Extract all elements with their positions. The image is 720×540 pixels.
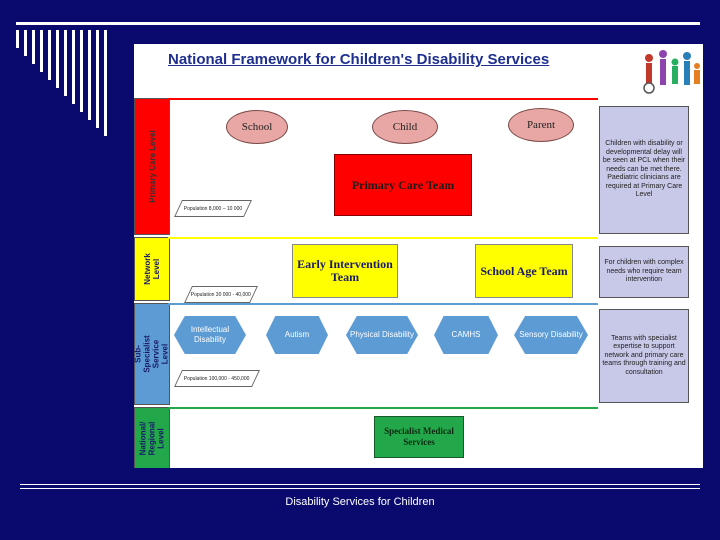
camhs-node: CAMHS [434,316,498,354]
subspecialist-population-tag: Population 100,000 - 450,000 [174,370,260,387]
footer-text: Disability Services for Children [0,496,720,508]
subspecialist-level-band: Sub-Specialist Service Level [134,303,170,405]
intellectual-disability-node: Intellectual Disability [174,316,246,354]
network-population-tag: Population 30 000 - 40,000 [184,286,258,303]
early-intervention-team-box: Early Intervention Team [292,244,398,298]
primary-care-team-box: Primary Care Team [334,154,472,216]
national-level-label: National/ Regional Level [139,421,166,455]
network-level-band: Network Level [134,237,170,301]
family-logo-icon [639,44,703,99]
school-node: School [226,110,288,144]
sensory-disability-node: Sensory Disability [514,316,588,354]
subspecialist-level-label: Sub-Specialist Service Level [134,335,170,372]
footer-divider-1 [20,484,700,485]
national-level-strip [168,407,598,409]
parent-node: Parent [508,108,574,142]
primary-care-note: Children with disability or developmenta… [599,106,689,234]
diagram-title: National Framework for Children's Disabi… [168,51,549,68]
network-level-strip [168,237,598,239]
primary-care-level-label: Primary Care Level [148,130,157,203]
national-level-band: National/ Regional Level [134,407,170,468]
physical-disability-node: Physical Disability [346,316,418,354]
primary-level-strip [168,98,598,100]
primary-population-tag: Population 8,000 – 10 000 [174,200,252,217]
framework-diagram: National Framework for Children's Disabi… [134,44,703,468]
child-node: Child [372,110,438,144]
subspecialist-note: Teams with specialist expertise to suppo… [599,309,689,403]
footer-divider-2 [20,488,700,489]
top-decorative-bar [16,22,700,25]
school-age-team-box: School Age Team [475,244,573,298]
specialist-medical-services-box: Specialist Medical Services [374,416,464,458]
subspecialist-level-strip [168,303,598,305]
primary-care-level-band: Primary Care Level [134,98,170,235]
network-note: For children with complex needs who requ… [599,246,689,298]
network-level-label: Network Level [143,252,161,286]
autism-node: Autism [266,316,328,354]
